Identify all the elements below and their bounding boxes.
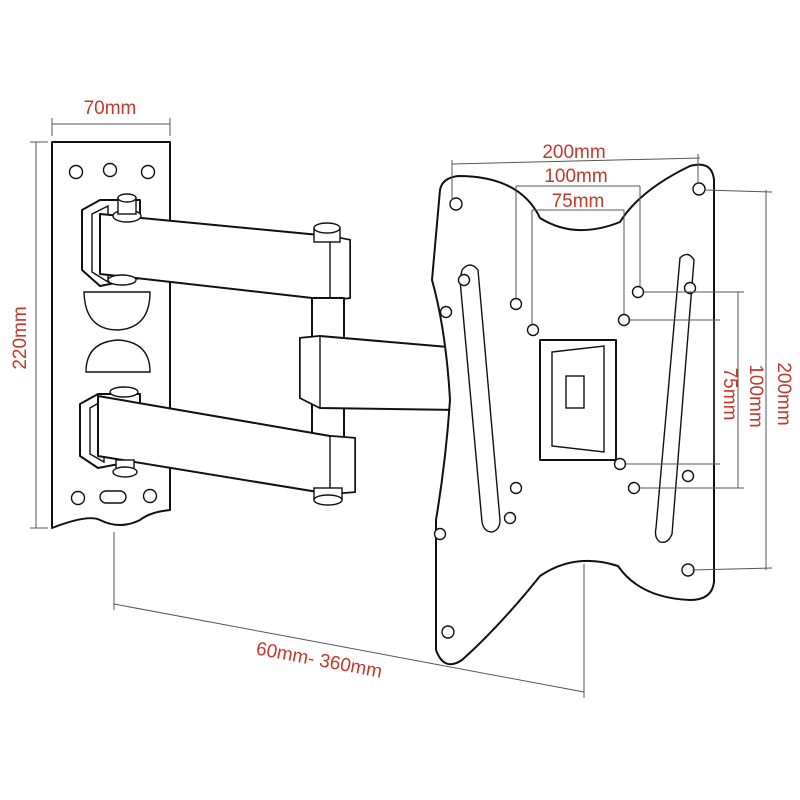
upper-arm [81,193,351,301]
lower-arm [79,386,356,506]
vesa-plate [431,163,715,666]
label-vesa-vertical-mid: 100mm [745,364,766,427]
label-bracket-width: 70mm [84,98,137,119]
label-vesa-vertical-max: 200mm [773,362,794,425]
label-vesa-vertical-min: 75mm [719,368,740,421]
label-extension-range: 60mm- 360mm [254,639,383,683]
lower-bolt-top [109,386,139,398]
center-arm [299,335,461,411]
label-bracket-height: 220mm [10,306,31,369]
elbow-bolt-bottom [313,487,343,506]
label-vesa-horizontal-mid: 100mm [544,166,607,187]
dimension-labels: 70mm 220mm 200mm 100mm 75mm 200mm 100mm … [10,98,794,683]
upper-bolt-bottom [107,274,137,286]
elbow-bolt-top [313,222,341,243]
lower-bolt-bottom [112,459,138,478]
dimension-lines [30,118,773,698]
upper-bolt-top [112,193,142,223]
label-vesa-horizontal-max: 200mm [542,142,605,163]
label-vesa-horizontal-min: 75mm [552,191,605,212]
mounting-holes [433,182,706,639]
